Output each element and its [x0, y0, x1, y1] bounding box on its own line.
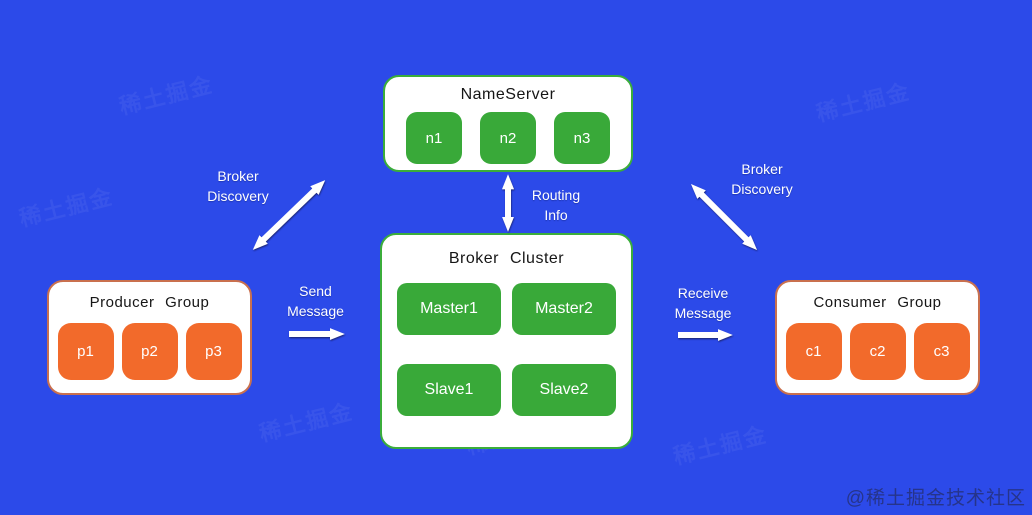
broker-node-master2: Master2 [512, 283, 616, 335]
consumer-group-title: Consumer Group [813, 294, 942, 311]
consumer-chips: c1 c2 c3 [785, 323, 970, 380]
producer-node-p3: p3 [185, 323, 242, 380]
broker-discovery-arrow-right [690, 183, 758, 251]
broker-discovery-arrow-left [252, 180, 326, 250]
site-watermark: @稀土掘金技术社区 [845, 488, 1026, 509]
broker-discovery-right-line2: Discovery [731, 181, 793, 197]
consumer-group-box: Consumer Group c1 c2 c3 [775, 280, 980, 395]
producer-group-box: Producer Group p1 p2 p3 [47, 280, 252, 395]
consumer-node-c3: c3 [913, 323, 970, 380]
background-watermark: 稀土掘金 [670, 421, 770, 470]
broker-discovery-left-line2: Discovery [207, 188, 269, 204]
routing-info-line2: Info [544, 207, 568, 223]
background-watermark: 稀土掘金 [813, 78, 913, 127]
background-watermark: 稀土掘金 [116, 71, 216, 120]
producer-chips: p1 p2 p3 [57, 323, 242, 380]
receive-message-label: Receive Message [648, 283, 758, 323]
background-watermark: 稀土掘金 [256, 398, 356, 447]
nameserver-node-n3: n3 [554, 112, 610, 164]
broker-discovery-label-right: Broker Discovery [707, 159, 817, 199]
broker-node-slave1: Slave1 [397, 364, 501, 416]
broker-cluster-chips: Master1 Master2 Slave1 Slave2 [396, 283, 618, 416]
producer-node-p2: p2 [121, 323, 178, 380]
broker-discovery-right-line1: Broker [741, 161, 783, 177]
broker-discovery-label-left: Broker Discovery [183, 166, 293, 206]
send-message-line2: Message [287, 303, 344, 319]
routing-info-label: Routing Info [525, 185, 587, 225]
receive-message-line2: Message [674, 305, 732, 321]
nameserver-node-n2: n2 [480, 112, 536, 164]
background-watermark: 稀土掘金 [16, 183, 116, 232]
routing-info-line1: Routing [531, 187, 581, 203]
producer-node-p1: p1 [57, 323, 114, 380]
nameserver-chips: n1 n2 n3 [406, 112, 610, 164]
broker-cluster-title: Broker Cluster [448, 250, 565, 267]
nameserver-title: NameServer [460, 86, 556, 103]
nameserver-node-n1: n1 [406, 112, 462, 164]
nameserver-group-box: NameServer n1 n2 n3 [383, 75, 633, 172]
send-message-label: Send Message [263, 281, 368, 321]
broker-cluster-box: Broker Cluster Master1 Master2 Slave1 Sl… [380, 233, 633, 449]
producer-group-title: Producer Group [89, 294, 210, 311]
consumer-node-c1: c1 [785, 323, 842, 380]
broker-discovery-left-line1: Broker [217, 168, 259, 184]
send-message-line1: Send [299, 283, 332, 299]
broker-node-master1: Master1 [397, 283, 501, 335]
broker-node-slave2: Slave2 [512, 364, 616, 416]
consumer-node-c2: c2 [849, 323, 906, 380]
receive-message-line1: Receive [677, 285, 729, 301]
